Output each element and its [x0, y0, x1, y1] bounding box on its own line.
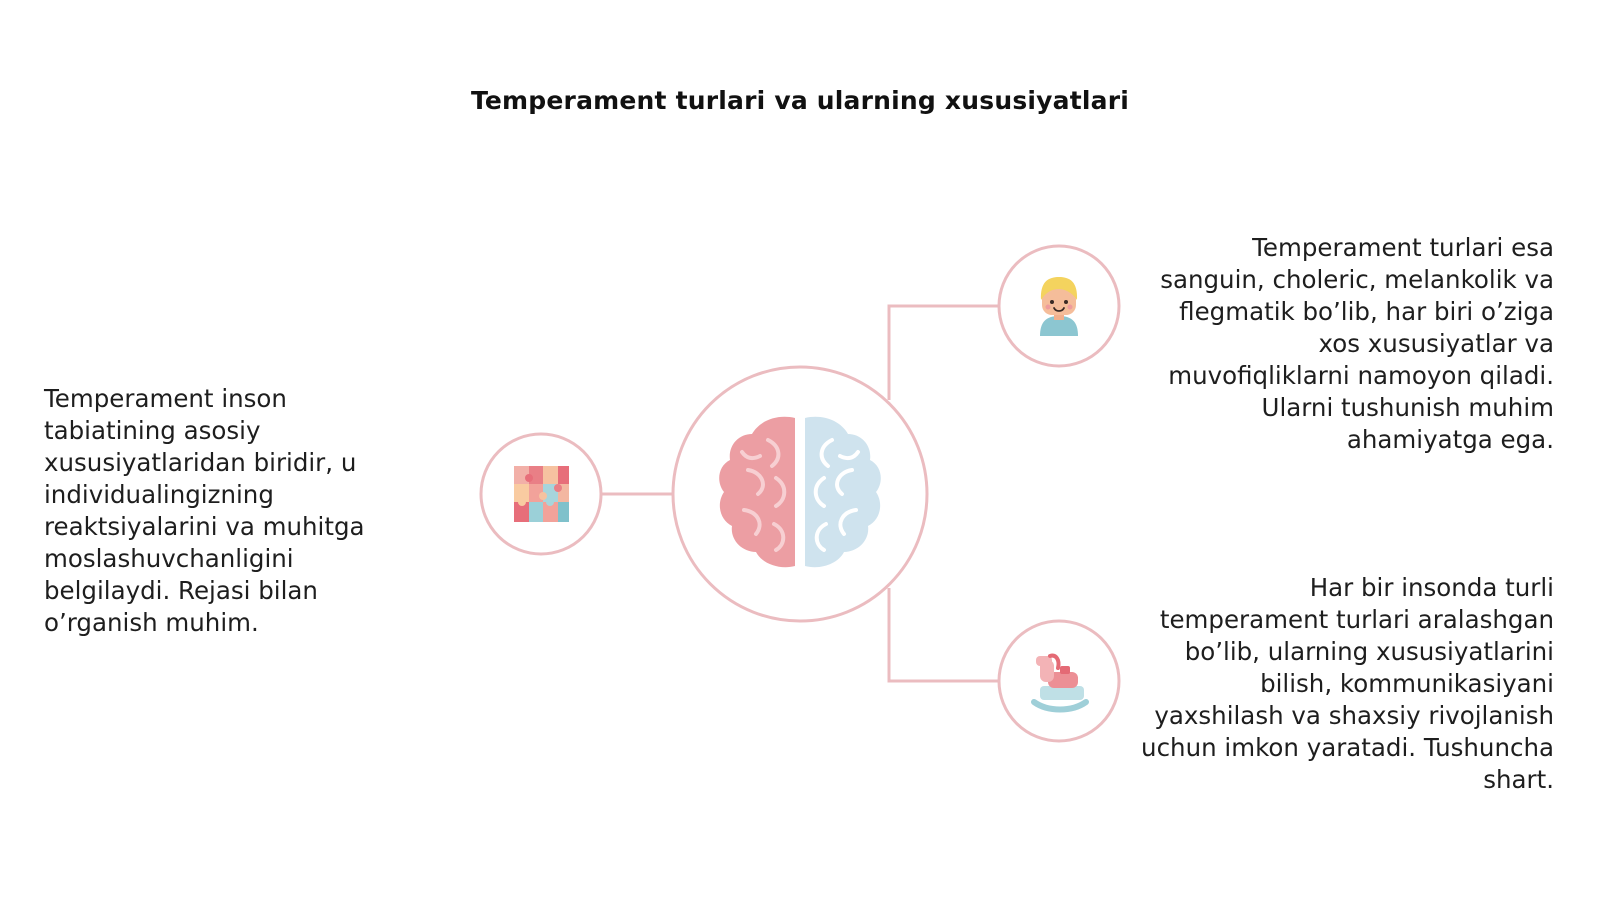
page-title: Temperament turlari va ularning xususiya… — [470, 86, 1130, 115]
brain-icon — [719, 416, 881, 568]
connector-bottom-right — [887, 588, 999, 683]
connectors — [601, 304, 999, 683]
center-node — [671, 365, 929, 623]
top-right-description: Temperament turlari esa sanguin, choleri… — [1160, 233, 1554, 454]
rocking-horse-icon — [1031, 653, 1089, 713]
bottom-right-node — [997, 619, 1121, 743]
bottom-right-description: Har bir insonda turli temperament turlar… — [1141, 573, 1554, 794]
connector-top-right — [887, 304, 999, 400]
person-avatar-icon — [1040, 277, 1078, 336]
left-description: Temperament inson tabiatining asosiy xus… — [44, 384, 365, 637]
top-right-node — [997, 244, 1121, 368]
left-node — [479, 432, 603, 556]
puzzle-blocks-icon — [514, 466, 569, 522]
